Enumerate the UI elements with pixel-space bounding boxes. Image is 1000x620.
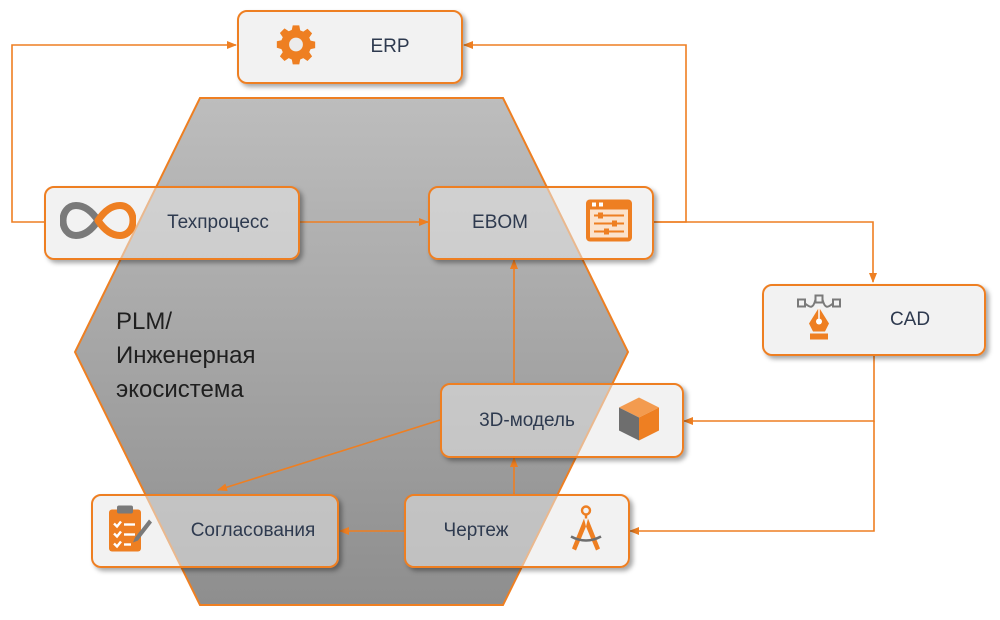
node-techprocess[interactable]: Техпроцесс (44, 186, 300, 260)
arrow-cad-to-3dmodel (683, 356, 875, 425)
plm-label-line-2: Инженерная (116, 342, 256, 369)
node-drawing[interactable]: Чертеж (404, 494, 630, 568)
plm-label-line-3: экосистема (116, 376, 244, 403)
node-ebom-label: EBOM (472, 212, 528, 233)
settings-panel-icon (584, 198, 634, 249)
node-3dmodel-label: 3D-модель (479, 409, 575, 431)
plm-label: PLM/ Инженерная экосистема (116, 305, 255, 407)
compass-icon (566, 505, 606, 558)
plm-label-line-1: PLM/ (116, 308, 173, 335)
node-3dmodel[interactable]: 3D-модель (440, 383, 684, 458)
cube-icon (616, 394, 662, 447)
arrow-techprocess-to-erp (11, 41, 237, 223)
arrow-ebom-to-cad (654, 221, 877, 283)
node-erp-label: ERP (370, 36, 410, 57)
node-cad[interactable]: CAD (762, 284, 986, 356)
arrow-3dmodel-to-approvals (217, 419, 441, 492)
arrow-cad-to-drawing (629, 421, 875, 535)
node-techprocess-label: Техпроцесс (167, 212, 269, 233)
node-ebom[interactable]: EBOM (428, 186, 654, 260)
node-drawing-label: Чертеж (443, 520, 509, 541)
pen-tool-icon (796, 294, 842, 347)
node-cad-label: CAD (889, 309, 931, 330)
node-approvals[interactable]: Согласования (91, 494, 339, 568)
gear-icon (273, 22, 319, 73)
checklist-icon (105, 504, 153, 559)
node-approvals-label: Согласования (190, 520, 316, 541)
node-erp[interactable]: ERP (237, 10, 463, 84)
infinity-icon (59, 201, 137, 246)
